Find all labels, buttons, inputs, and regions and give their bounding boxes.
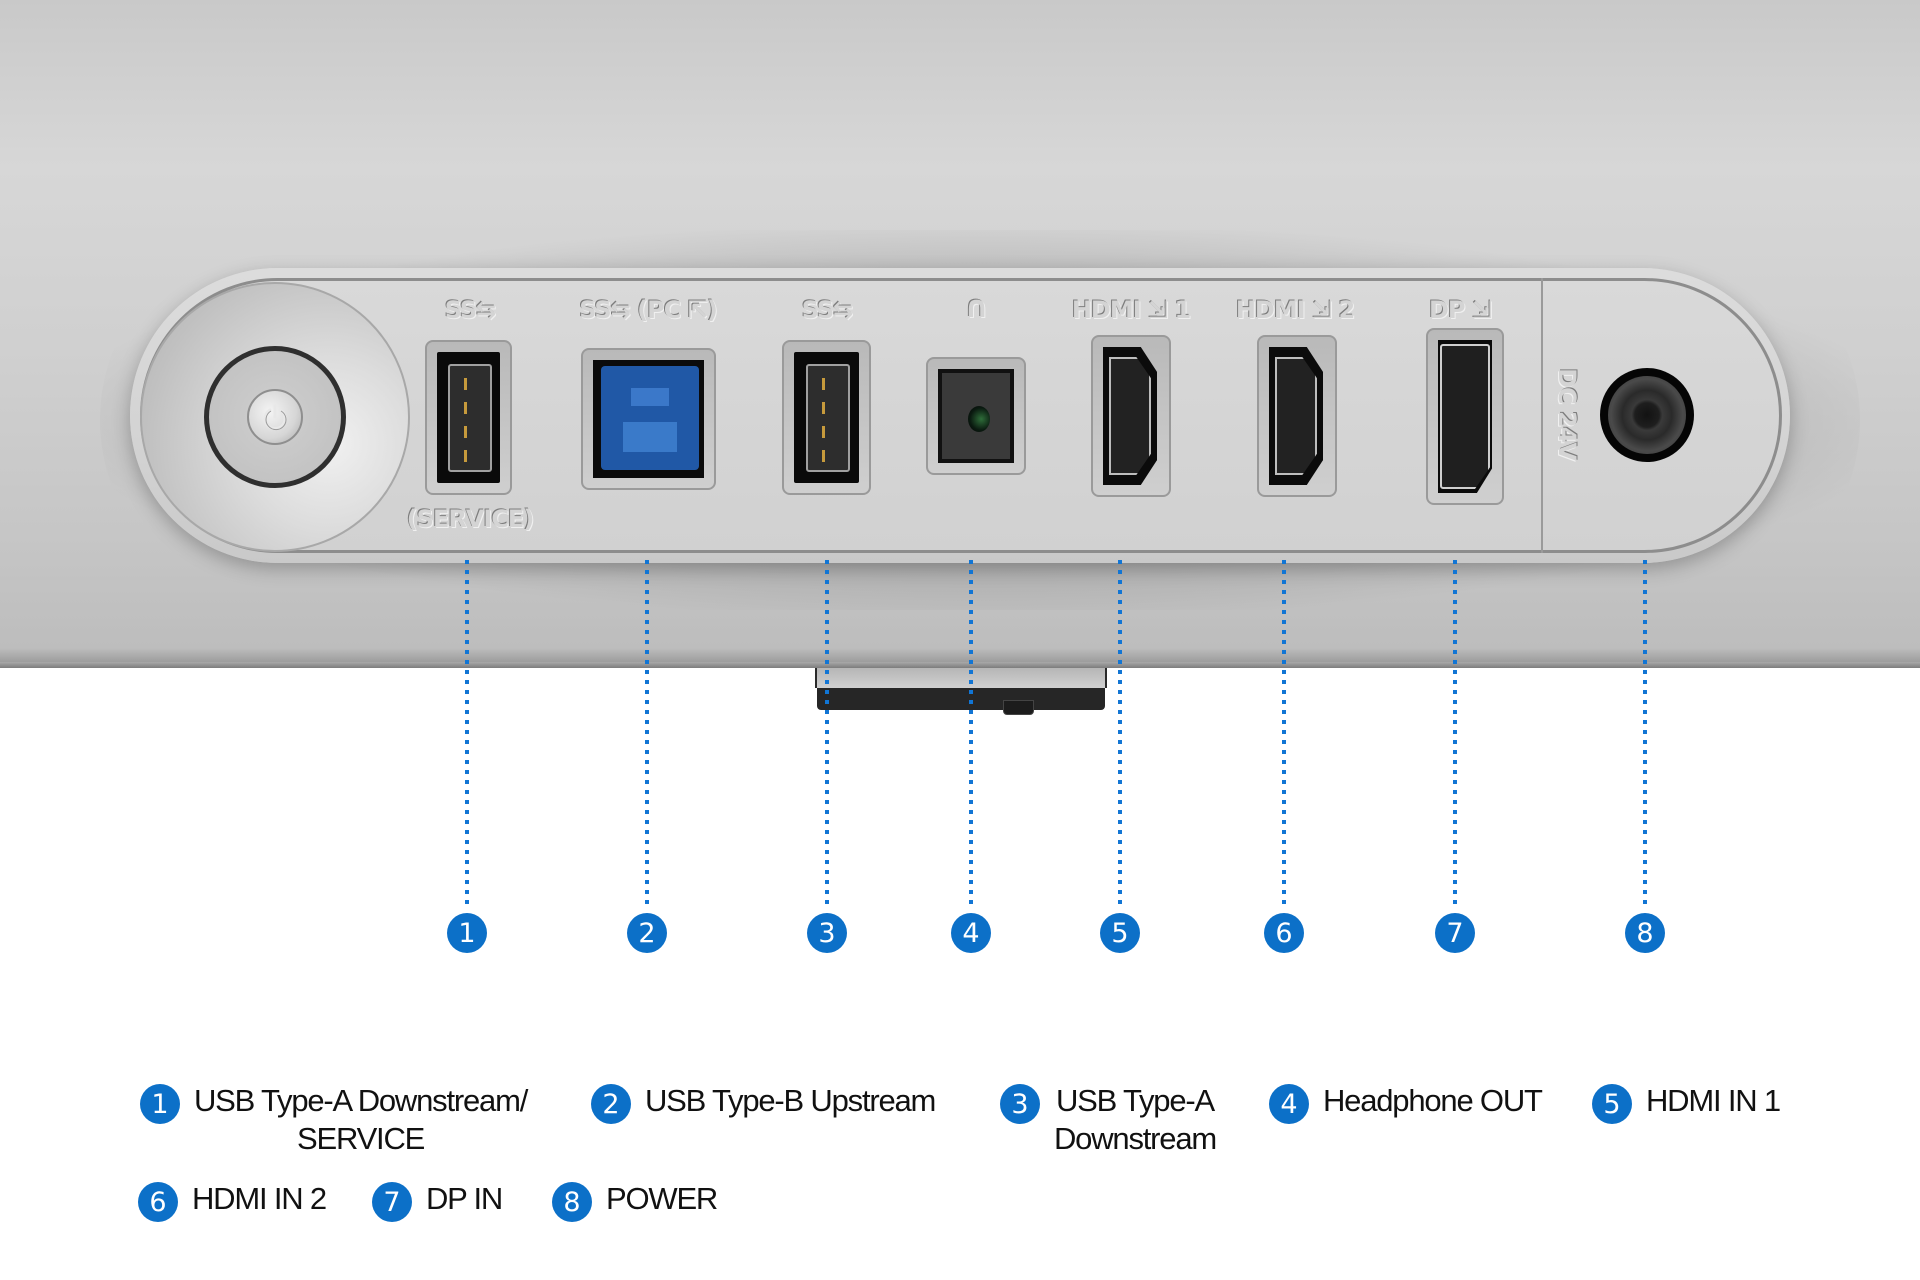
- legend-label-6: HDMI IN 2: [192, 1181, 327, 1216]
- legend-item-8: 8 POWER: [552, 1180, 718, 1222]
- callout-8: 8: [1625, 913, 1665, 953]
- dc-24v-label: DC 24V: [1553, 368, 1581, 460]
- monitor-bottom-edge: [0, 662, 1920, 668]
- hdmi-in-1-port[interactable]: [1091, 335, 1171, 497]
- stand-release-tab: [1003, 700, 1034, 715]
- legend-label-3: USB Type-A: [1055, 1083, 1215, 1118]
- legend-number-2: 2: [591, 1084, 631, 1124]
- legend-label-7: DP IN: [426, 1181, 503, 1216]
- legend-label-2: USB Type-B Upstream: [645, 1083, 936, 1118]
- leader-line-7: [1453, 560, 1457, 910]
- legend-item-1: 1 USB Type-A Downstream/ SERVICE: [140, 1082, 528, 1158]
- monitor-stand: [815, 668, 1107, 715]
- usb-b-pc-label: SS⇆ (PC ⇱): [579, 296, 718, 324]
- dp-label: DP ⇲: [1429, 296, 1492, 324]
- callout-5: 5: [1100, 913, 1140, 953]
- legend-number-7: 7: [372, 1182, 412, 1222]
- callout-6: 6: [1264, 913, 1304, 953]
- service-label: (SERVICE): [406, 505, 535, 533]
- usb-a-downstream-port[interactable]: [782, 340, 871, 495]
- legend-number-4: 4: [1269, 1084, 1309, 1124]
- leader-line-1: [465, 560, 469, 910]
- usb-a-service-port[interactable]: [425, 340, 512, 495]
- legend-number-3: 3: [1000, 1084, 1040, 1124]
- dp-in-port[interactable]: [1426, 328, 1504, 505]
- leader-line-6: [1282, 560, 1286, 910]
- legend-number-5: 5: [1592, 1084, 1632, 1124]
- legend-label-8: POWER: [606, 1181, 718, 1216]
- legend-number-6: 6: [138, 1182, 178, 1222]
- legend-label-5: HDMI IN 1: [1646, 1083, 1781, 1118]
- audio-jack: [968, 406, 990, 432]
- leader-line-2: [645, 560, 649, 910]
- legend-item-5: 5 HDMI IN 1: [1592, 1082, 1781, 1124]
- port-panel: [130, 268, 1790, 563]
- legend-item-7: 7 DP IN: [372, 1180, 503, 1222]
- legend-label-3-line2: Downstream: [1054, 1121, 1217, 1156]
- legend-number-8: 8: [552, 1182, 592, 1222]
- leader-line-4: [969, 560, 973, 910]
- usb-b-upstream-port[interactable]: [581, 348, 716, 490]
- dc-power-jack[interactable]: [1600, 368, 1694, 462]
- callout-4: 4: [951, 913, 991, 953]
- callout-1: 1: [447, 913, 487, 953]
- callout-7: 7: [1435, 913, 1475, 953]
- usb-superspeed-label-1: SS⇆: [444, 296, 497, 324]
- hdmi-in-2-port[interactable]: [1257, 335, 1337, 497]
- leader-line-5: [1118, 560, 1122, 910]
- legend-label-4: Headphone OUT: [1323, 1083, 1543, 1118]
- legend-label-1: USB Type-A Downstream/: [194, 1083, 528, 1118]
- headphone-icon: ∩: [964, 290, 988, 325]
- legend-label-1-line2: SERVICE: [296, 1121, 425, 1156]
- hdmi1-label: HDMI ⇲ 1: [1071, 296, 1191, 324]
- callout-3: 3: [807, 913, 847, 953]
- leader-line-3: [825, 560, 829, 910]
- power-icon: [263, 404, 287, 431]
- legend-item-4: 4 Headphone OUT: [1269, 1082, 1543, 1124]
- leader-line-8: [1643, 560, 1647, 910]
- legend-number-1: 1: [140, 1084, 180, 1124]
- headphone-out-port[interactable]: [926, 357, 1026, 475]
- usb-superspeed-label-3: SS⇆: [801, 296, 854, 324]
- power-button[interactable]: [247, 389, 303, 445]
- hdmi2-label: HDMI ⇲ 2: [1235, 296, 1355, 324]
- legend-item-3: 3 USB Type-A Downstream: [1000, 1082, 1217, 1158]
- callout-2: 2: [627, 913, 667, 953]
- legend-item-6: 6 HDMI IN 2: [138, 1180, 327, 1222]
- panel-separator: [1541, 278, 1543, 553]
- legend-item-2: 2 USB Type-B Upstream: [591, 1082, 936, 1124]
